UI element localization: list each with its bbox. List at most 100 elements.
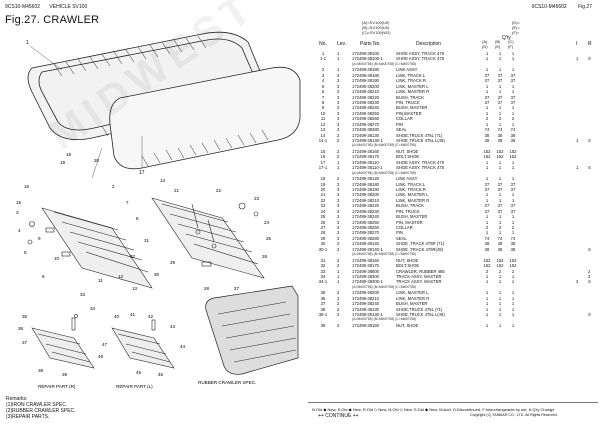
part-interchange: 1 bbox=[576, 138, 579, 143]
part-number: 172499-38240 bbox=[352, 105, 380, 111]
svg-text:36: 36 bbox=[18, 326, 24, 331]
part-qty: 1 bbox=[511, 83, 515, 89]
right-model-code: 9CS10-M45602 bbox=[531, 4, 567, 10]
svg-text:8: 8 bbox=[136, 216, 139, 221]
part-qty: 1 bbox=[511, 290, 515, 296]
part-level: 2 bbox=[337, 138, 340, 143]
part-level: 1 bbox=[337, 273, 340, 279]
part-qty: 2 bbox=[485, 225, 489, 230]
svg-text:48: 48 bbox=[98, 354, 104, 359]
part-qty: 38 bbox=[484, 138, 490, 143]
part-number: 172499-38180 bbox=[352, 181, 380, 187]
col-parts-no: Parts No. bbox=[360, 41, 381, 47]
part-description: NUT, SHOE bbox=[396, 322, 419, 328]
part-description: BUSH, MASTER bbox=[396, 105, 428, 111]
part-ref-no: 6 bbox=[321, 89, 325, 95]
part-qty: 1 bbox=[511, 295, 515, 301]
svg-text:41: 41 bbox=[130, 312, 136, 317]
svg-text:22: 22 bbox=[216, 188, 222, 193]
part-ref-no: 5 bbox=[321, 83, 325, 89]
part-ref-no: 25 bbox=[320, 214, 326, 220]
part-qty: 1 bbox=[511, 121, 515, 127]
part-ref-no: 30 bbox=[320, 241, 326, 247]
part-level: 1 bbox=[337, 56, 340, 62]
part-level: 1 bbox=[337, 51, 340, 56]
part-description: SEAL bbox=[396, 127, 407, 133]
part-number: 172499-38120 bbox=[352, 176, 380, 182]
serial-note: (A=M#00758) (B=M#00758) (C=M#00758) bbox=[352, 170, 416, 175]
part-level: 2 bbox=[337, 322, 340, 328]
part-qty: 38 bbox=[510, 132, 516, 138]
part-ref-no: 12 bbox=[320, 121, 326, 127]
part-level: 3 bbox=[337, 110, 340, 116]
serial-note: (A=M#00758) (B=M#00758) (C=M#00758) bbox=[352, 61, 416, 66]
part-qty: 152 bbox=[509, 263, 517, 269]
part-qty: 1 bbox=[511, 301, 515, 307]
part-description: SHOE ASSY, TRACK 475 bbox=[396, 165, 445, 171]
part-level: 1 bbox=[337, 67, 340, 73]
link-assy-right bbox=[151, 197, 265, 279]
part-qty: 152 bbox=[483, 263, 491, 269]
part-description: BOLT,SHOE bbox=[396, 154, 420, 160]
part-level: 3 bbox=[337, 94, 340, 100]
part-number: 172499-38260 bbox=[352, 116, 380, 122]
svg-text:13: 13 bbox=[132, 286, 138, 291]
part-description: SHOE ,TRACK 475R(49) bbox=[396, 246, 444, 252]
part-qty: 74 bbox=[484, 127, 490, 133]
svg-text:2: 2 bbox=[112, 184, 115, 189]
part-qty: 1 bbox=[511, 159, 515, 165]
spec-signs-a-c: (A)=SV100(U0) (B)=SV100(U0) (C)=SV100(W2… bbox=[362, 20, 391, 35]
part-level: 3 bbox=[337, 83, 340, 89]
callout-17: 17 bbox=[139, 170, 145, 176]
part-qty: 2 bbox=[498, 116, 502, 122]
part-qty: 1 bbox=[485, 230, 489, 236]
part-level: 3 bbox=[337, 214, 340, 220]
part-description: BUSH, MASTER bbox=[396, 214, 428, 220]
part-level: 2 bbox=[337, 154, 340, 160]
part-qty: 37 bbox=[484, 203, 490, 209]
part-qty: 152 bbox=[509, 148, 517, 154]
part-qty: 1 bbox=[485, 290, 489, 296]
svg-text:9: 9 bbox=[38, 236, 41, 241]
part-description: SHOE,TRUCK 475L (71) bbox=[396, 306, 443, 312]
part-qty: 1 bbox=[485, 176, 489, 182]
part-qty: 37 bbox=[497, 203, 503, 209]
spec-sign: (E)= bbox=[512, 25, 520, 30]
part-qty: 1 bbox=[485, 56, 489, 62]
part-number: 172499-38270 bbox=[352, 230, 380, 236]
part-qty: 1 bbox=[498, 67, 502, 73]
part-qty: 1 bbox=[485, 306, 489, 312]
footer-divider bbox=[308, 402, 598, 403]
col-i: I bbox=[576, 41, 578, 47]
part-number: 172499-38130 bbox=[352, 306, 380, 312]
part-qty: 2 bbox=[511, 116, 515, 122]
part-ref-no: 3 bbox=[321, 72, 325, 78]
part-description: LINK ASSY bbox=[396, 67, 418, 73]
part-qty: 37 bbox=[497, 208, 503, 214]
part-qty: 38 bbox=[510, 241, 516, 247]
part-description: PIN, TRUCK bbox=[396, 99, 420, 105]
part-qty: 74 bbox=[497, 127, 503, 133]
part-description: BUSH, TRACK bbox=[396, 203, 425, 209]
part-ref-no: 37 bbox=[320, 301, 326, 307]
part-ref-no: 38-1 bbox=[318, 312, 328, 317]
part-ref-no: 24 bbox=[320, 208, 326, 214]
svg-text:12: 12 bbox=[118, 274, 124, 279]
part-qty: 37 bbox=[497, 94, 503, 100]
svg-text:29: 29 bbox=[170, 260, 176, 265]
model-code: 9CS10-M45602 bbox=[5, 4, 41, 10]
part-qty: 1 bbox=[498, 105, 502, 111]
parts-list: No. Lev. Parts No. Description Q'ty (A) … bbox=[312, 35, 596, 328]
callout-1: 1 bbox=[26, 40, 29, 46]
part-qty: 1 bbox=[498, 295, 502, 301]
part-ref-no: 28 bbox=[320, 230, 326, 236]
part-number: 172499-38130-1 bbox=[352, 138, 383, 143]
